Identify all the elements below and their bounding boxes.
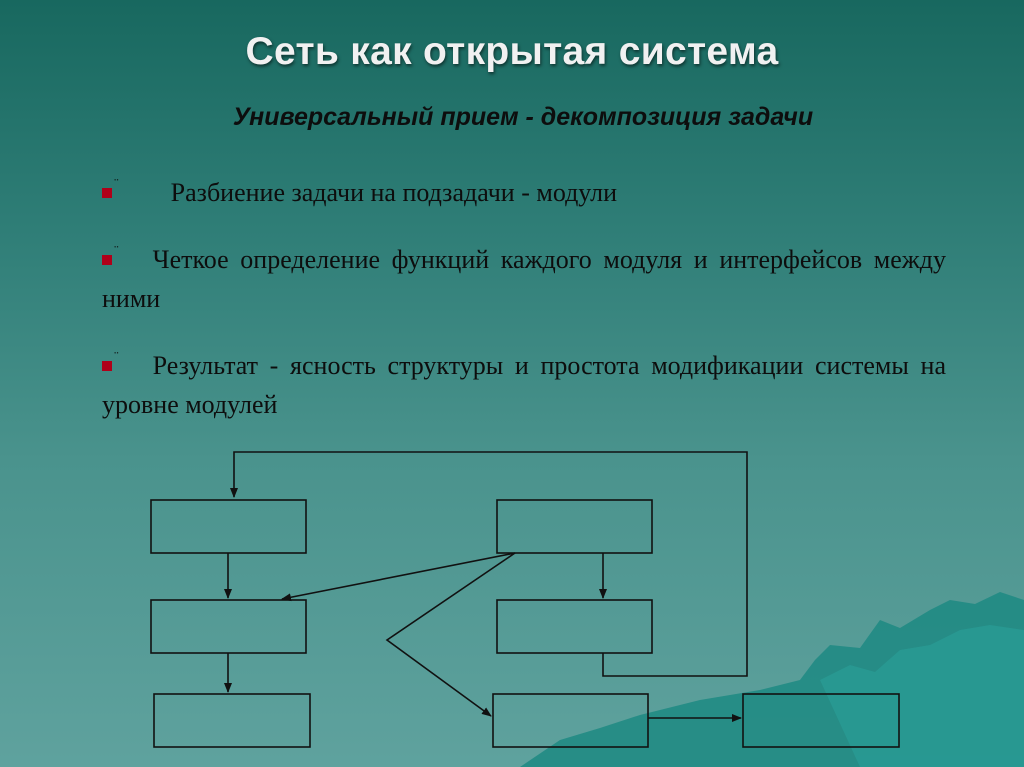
bullet-marker-icon <box>102 188 112 198</box>
bullet-item: ¨ Разбиение задачи на подзадачи - модули <box>102 165 946 212</box>
module-box-3 <box>150 599 307 654</box>
bullet-text: Четкое определение функций каждого модул… <box>102 245 946 313</box>
bullet-text: Разбиение задачи на подзадачи - модули <box>170 178 618 207</box>
module-box-5 <box>153 693 311 748</box>
bullet-marker-icon <box>102 361 112 371</box>
module-box-6 <box>492 693 649 748</box>
bullet-marker-icon <box>102 255 112 265</box>
module-box-4 <box>496 599 653 654</box>
bullet-item: ¨Результат - ясность структуры и простот… <box>102 338 946 424</box>
module-box-2 <box>496 499 653 554</box>
bullet-text: Результат - ясность структуры и простота… <box>102 351 946 419</box>
bullet-list: ¨Разбиение задачи на подзадачи - модули … <box>102 165 946 444</box>
slide-title: Сеть как открытая система <box>245 30 779 73</box>
arrow-2-to-3 <box>281 552 516 602</box>
bullet-glyph: ¨ <box>114 244 119 259</box>
mountain-highlight <box>820 625 1024 767</box>
slide-subtitle: Универсальный прием - декомпозиция задач… <box>232 103 814 131</box>
module-box-7 <box>742 693 900 748</box>
bullet-glyph: ¨ <box>114 177 119 192</box>
bullet-glyph: ¨ <box>114 350 119 365</box>
bullet-item: ¨Четкое определение функций каждого моду… <box>102 232 946 318</box>
arrow-2-to-6 <box>385 552 516 717</box>
arrow-4-to-1 <box>230 451 748 677</box>
module-box-1 <box>150 499 307 554</box>
